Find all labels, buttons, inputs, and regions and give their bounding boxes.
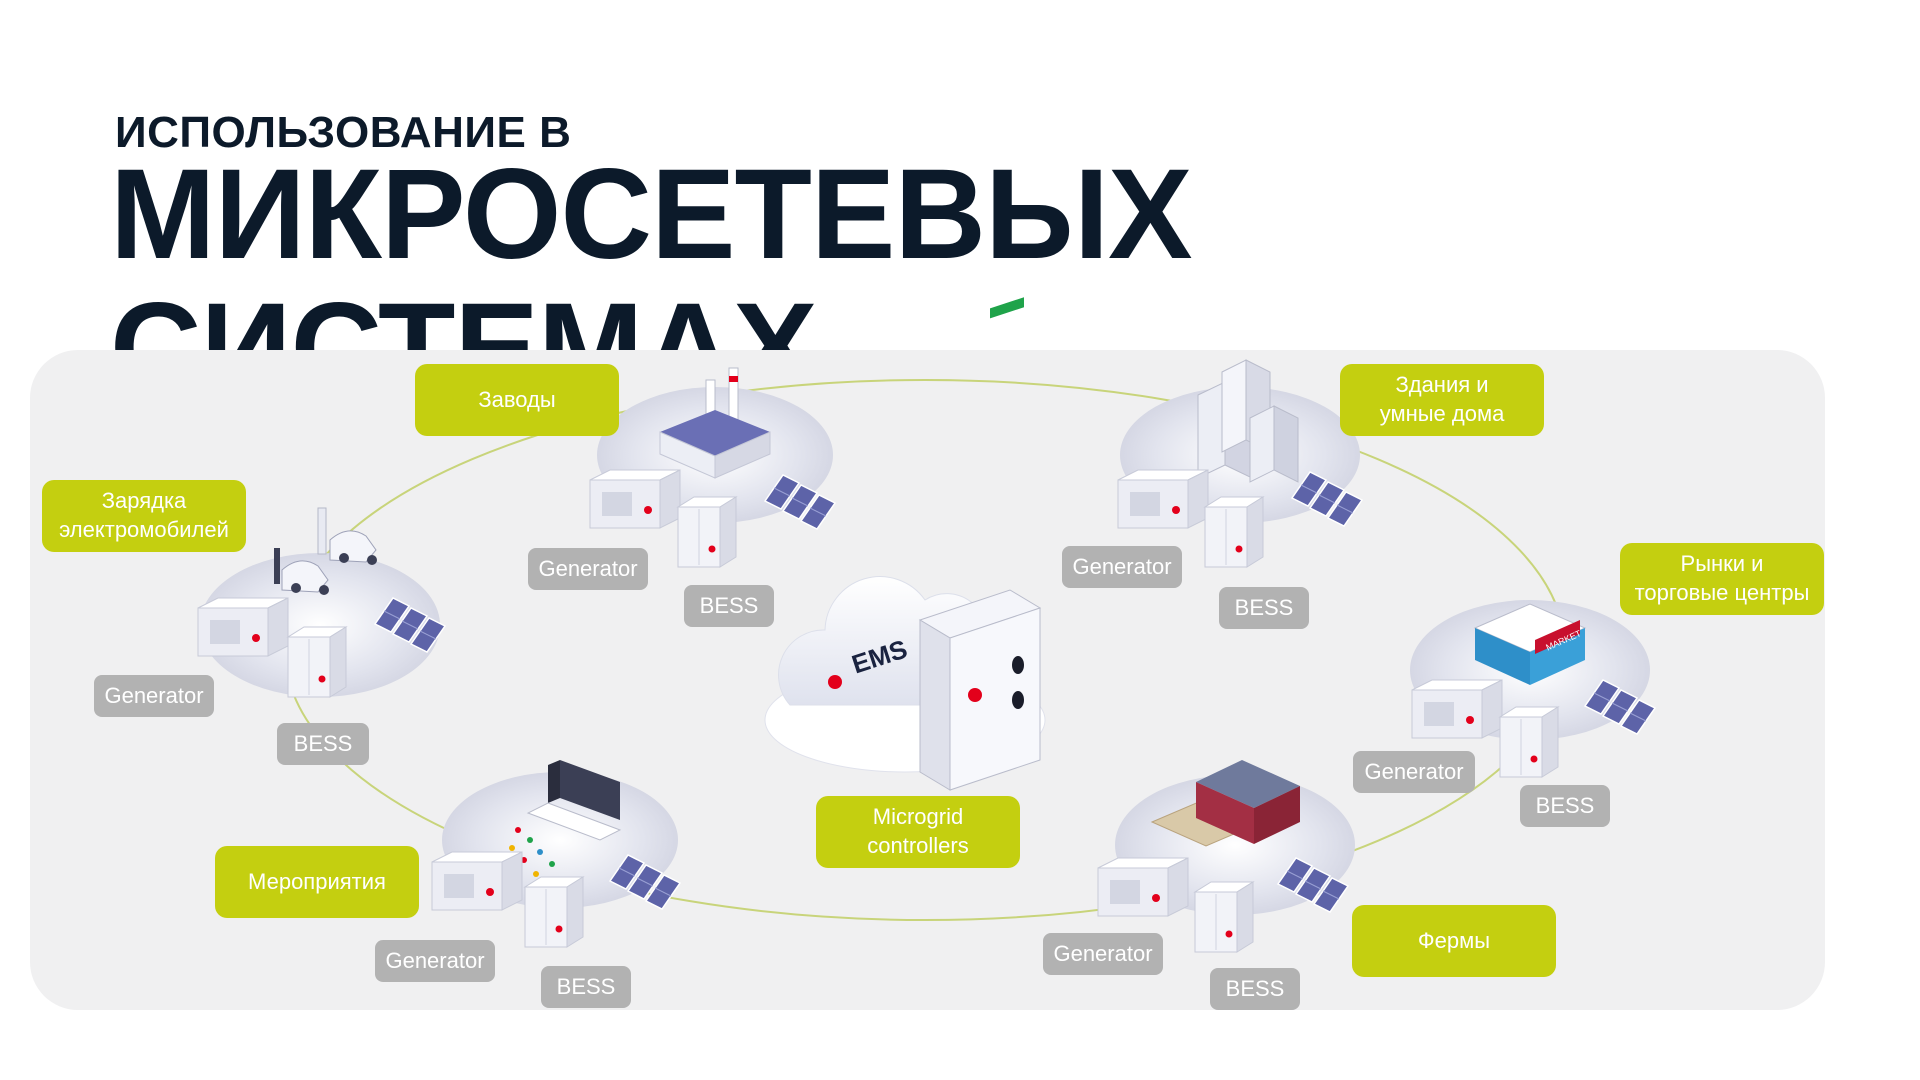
label-factories: Заводы — [415, 364, 619, 436]
tag-markets-generator: Generator — [1353, 751, 1475, 793]
label-farms: Фермы — [1352, 905, 1556, 977]
label-microgrid-controllers: Microgrid controllers — [816, 796, 1020, 868]
tag-buildings-bess: BESS — [1219, 587, 1309, 629]
tag-farms-bess: BESS — [1210, 968, 1300, 1010]
tag-events-bess: BESS — [541, 966, 631, 1008]
events-illustration — [431, 760, 681, 948]
tag-factories-bess: BESS — [684, 585, 774, 627]
label-buildings: Здания и умные дома — [1340, 364, 1544, 436]
ev-charging-illustration — [197, 507, 446, 698]
tag-ev-bess: BESS — [277, 723, 369, 765]
tag-buildings-generator: Generator — [1062, 546, 1182, 588]
page-subtitle: ИСПОЛЬЗОВАНИЕ В — [115, 108, 572, 157]
tag-farms-generator: Generator — [1043, 933, 1163, 975]
factory-illustration — [589, 367, 836, 568]
market-illustration: MARKET — [1410, 600, 1656, 778]
label-events: Мероприятия — [215, 846, 419, 918]
tag-markets-bess: BESS — [1520, 785, 1610, 827]
ems-controller-illustration: EMS — [764, 297, 1046, 791]
label-ev-charging: Зарядка электромобилей — [42, 480, 246, 552]
tag-events-generator: Generator — [375, 940, 495, 982]
buildings-illustration — [1117, 359, 1363, 568]
farm-illustration — [1097, 760, 1355, 953]
tag-ev-generator: Generator — [94, 675, 214, 717]
tag-factories-generator: Generator — [528, 548, 648, 590]
label-markets: Рынки и торговые центры — [1620, 543, 1824, 615]
